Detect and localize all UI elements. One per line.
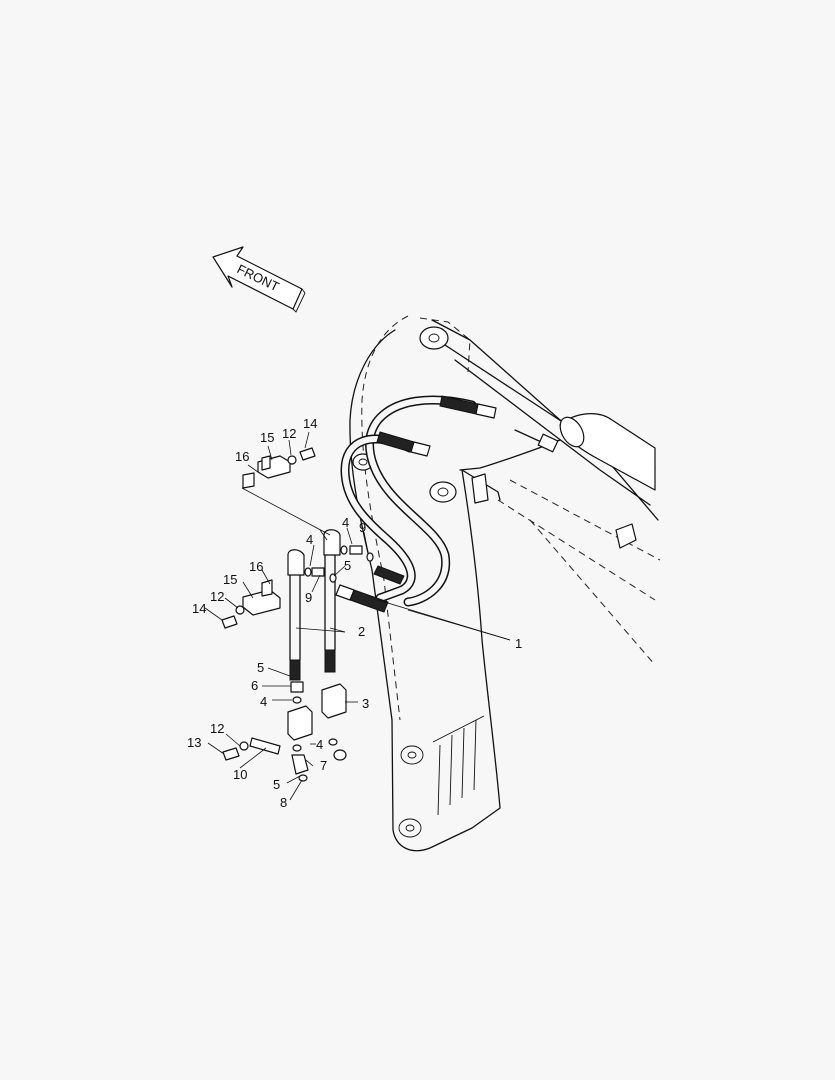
callout-5: 5 bbox=[257, 660, 264, 675]
callout-9: 9 bbox=[359, 520, 366, 535]
boom-structure bbox=[349, 315, 661, 852]
leader-lines bbox=[204, 431, 511, 801]
callout-9: 9 bbox=[305, 590, 312, 605]
callout-16: 16 bbox=[249, 559, 263, 574]
callout-12: 12 bbox=[210, 589, 224, 604]
callout-4: 4 bbox=[316, 737, 323, 752]
callout-3: 3 bbox=[362, 696, 369, 711]
callout-4: 4 bbox=[260, 694, 267, 709]
clamp-assembly-upper bbox=[242, 447, 316, 489]
callout-6: 6 bbox=[251, 678, 258, 693]
callout-labels: 1 2 3 4 4 4 4 5 5 5 6 7 8 9 9 10 12 12 1… bbox=[187, 416, 522, 810]
callout-12: 12 bbox=[282, 426, 296, 441]
clamp-assembly-lower bbox=[221, 579, 281, 629]
callout-5: 5 bbox=[273, 777, 280, 792]
callout-12: 12 bbox=[210, 721, 224, 736]
callout-4: 4 bbox=[306, 532, 313, 547]
callout-5: 5 bbox=[344, 558, 351, 573]
front-arrow-icon: FRONT bbox=[212, 246, 306, 313]
callout-15: 15 bbox=[223, 572, 237, 587]
callout-1: 1 bbox=[515, 636, 522, 651]
callout-16: 16 bbox=[235, 449, 249, 464]
callout-7: 7 bbox=[320, 758, 327, 773]
callout-10: 10 bbox=[233, 767, 247, 782]
callout-14: 14 bbox=[303, 416, 317, 431]
callout-13: 13 bbox=[187, 735, 201, 750]
tube-assemblies bbox=[222, 529, 374, 782]
callout-8: 8 bbox=[280, 795, 287, 810]
callout-4: 4 bbox=[342, 515, 349, 530]
callout-15: 15 bbox=[260, 430, 274, 445]
callout-2: 2 bbox=[358, 624, 365, 639]
hose-assemblies bbox=[335, 395, 497, 613]
callout-14: 14 bbox=[192, 601, 206, 616]
